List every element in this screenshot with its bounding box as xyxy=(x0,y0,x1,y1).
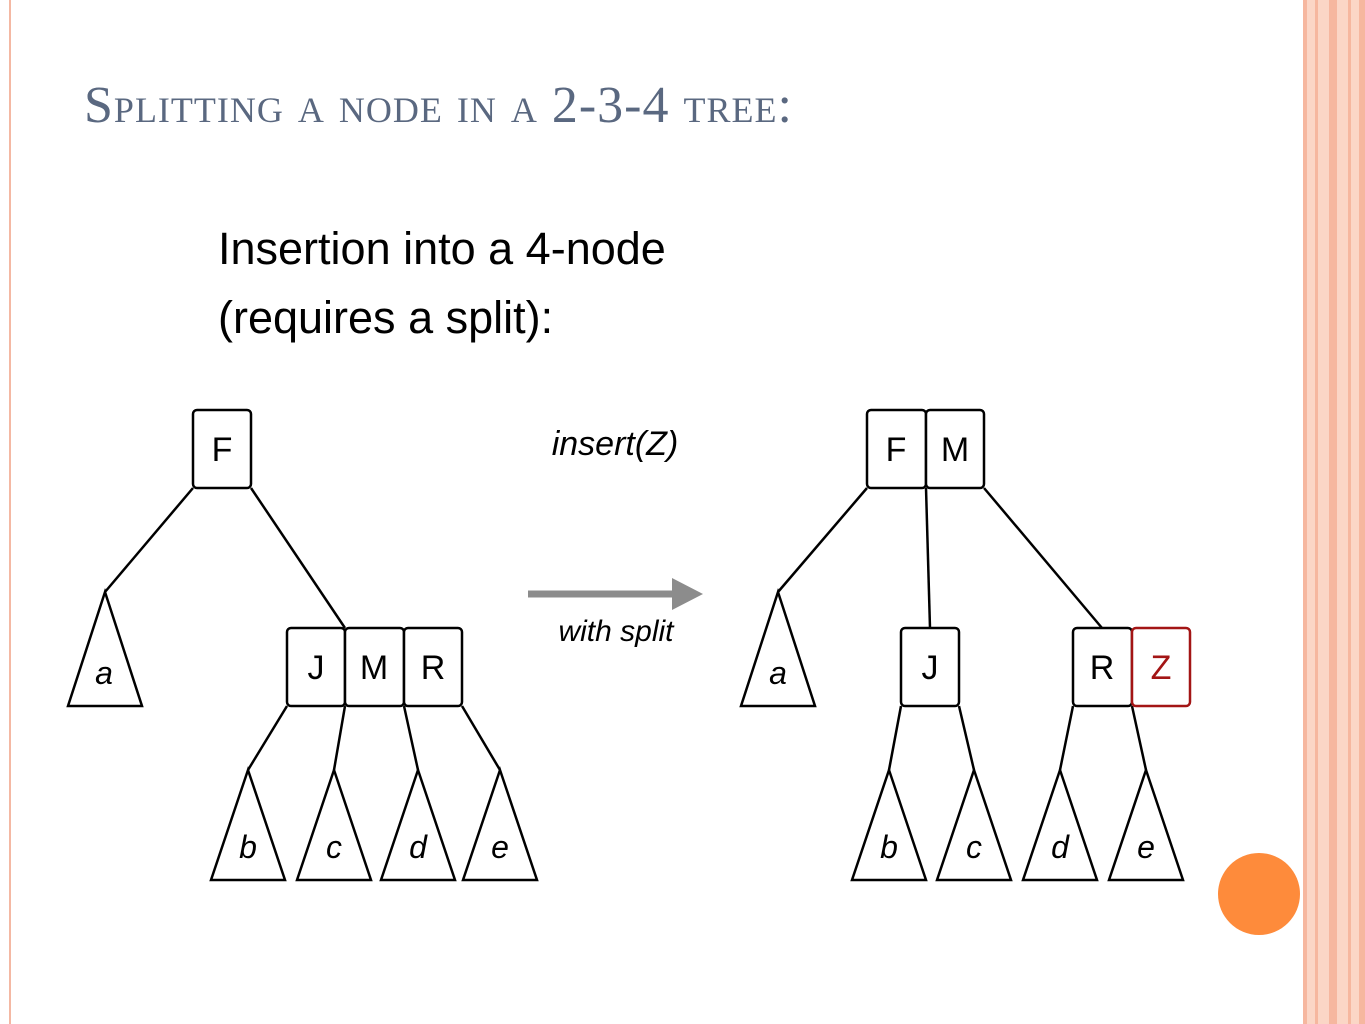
subtitle-line-1: Insertion into a 4-node xyxy=(218,223,666,274)
arrow-label: with split xyxy=(558,615,675,648)
subtree-a: a xyxy=(66,587,144,708)
subtree-label-c-after: c xyxy=(966,829,982,865)
subtree-b: b xyxy=(209,766,287,882)
edge-j-to-c-after xyxy=(957,705,976,771)
after-tree: F M a J R Z b c d xyxy=(739,408,1192,882)
operation-label: insert(Z) xyxy=(552,425,679,463)
subtitle-line-2: (requires a split): xyxy=(218,292,554,343)
subtree-a-after: a xyxy=(739,587,817,708)
accent-dot xyxy=(1218,853,1300,935)
subtree-label-b: b xyxy=(239,829,257,865)
edge-fm-to-j xyxy=(924,487,932,629)
key-f-after: F xyxy=(886,431,907,469)
node-fm: F M xyxy=(865,408,986,490)
slide-subtitle: Insertion into a 4-node (requires a spli… xyxy=(218,214,666,352)
key-r: R xyxy=(421,649,446,687)
subtree-label-c: c xyxy=(326,829,342,865)
key-z-after: Z xyxy=(1151,649,1172,687)
key-m-after: M xyxy=(941,431,969,469)
key-r-after: R xyxy=(1090,649,1115,687)
subtree-label-a: a xyxy=(95,655,113,691)
node-rz-after: R Z xyxy=(1071,626,1192,708)
edge-r-to-e xyxy=(460,705,502,771)
key-j-after: J xyxy=(922,649,939,687)
edge-mr-to-d xyxy=(402,705,420,771)
slide-frame-left-border xyxy=(9,0,11,1024)
edge-fm-to-a xyxy=(777,487,868,593)
decorative-stripes xyxy=(1303,0,1365,1024)
key-f: F xyxy=(212,431,233,469)
subtree-label-b-after: b xyxy=(880,829,898,865)
before-tree: F a J M R b c d e xyxy=(66,408,539,882)
slide-title: Splitting a node in a 2-3-4 tree: xyxy=(84,77,793,134)
key-j: J xyxy=(308,649,325,687)
subtree-d-after: d xyxy=(1021,766,1099,882)
edge-root-to-jmr xyxy=(249,487,347,629)
node-f: F xyxy=(191,408,253,490)
subtree-c: c xyxy=(295,766,373,882)
subtree-label-d: d xyxy=(409,829,428,865)
edge-root-to-a xyxy=(104,487,194,593)
subtree-e: e xyxy=(461,766,539,882)
arrow-icon xyxy=(528,578,703,610)
subtree-label-e: e xyxy=(491,829,509,865)
operation-annotation: insert(Z) with split xyxy=(528,425,703,648)
subtree-label-d-after: d xyxy=(1051,829,1070,865)
subtree-label-a-after: a xyxy=(769,655,787,691)
edge-rz-to-e-after xyxy=(1130,705,1148,771)
edge-j-to-b xyxy=(246,705,289,771)
edge-jm-to-c xyxy=(332,705,347,771)
key-m: M xyxy=(360,649,388,687)
subtree-e-after: e xyxy=(1107,766,1185,882)
edge-r-to-d-after xyxy=(1058,705,1075,771)
subtree-d: d xyxy=(379,766,457,882)
edge-j-to-b-after xyxy=(887,705,903,771)
node-j-after: J xyxy=(899,626,961,708)
subtree-label-e-after: e xyxy=(1137,829,1155,865)
node-jmr: J M R xyxy=(285,626,464,708)
edge-fm-to-rz xyxy=(983,487,1103,629)
subtree-b-after: b xyxy=(850,766,928,882)
subtree-c-after: c xyxy=(935,766,1013,882)
